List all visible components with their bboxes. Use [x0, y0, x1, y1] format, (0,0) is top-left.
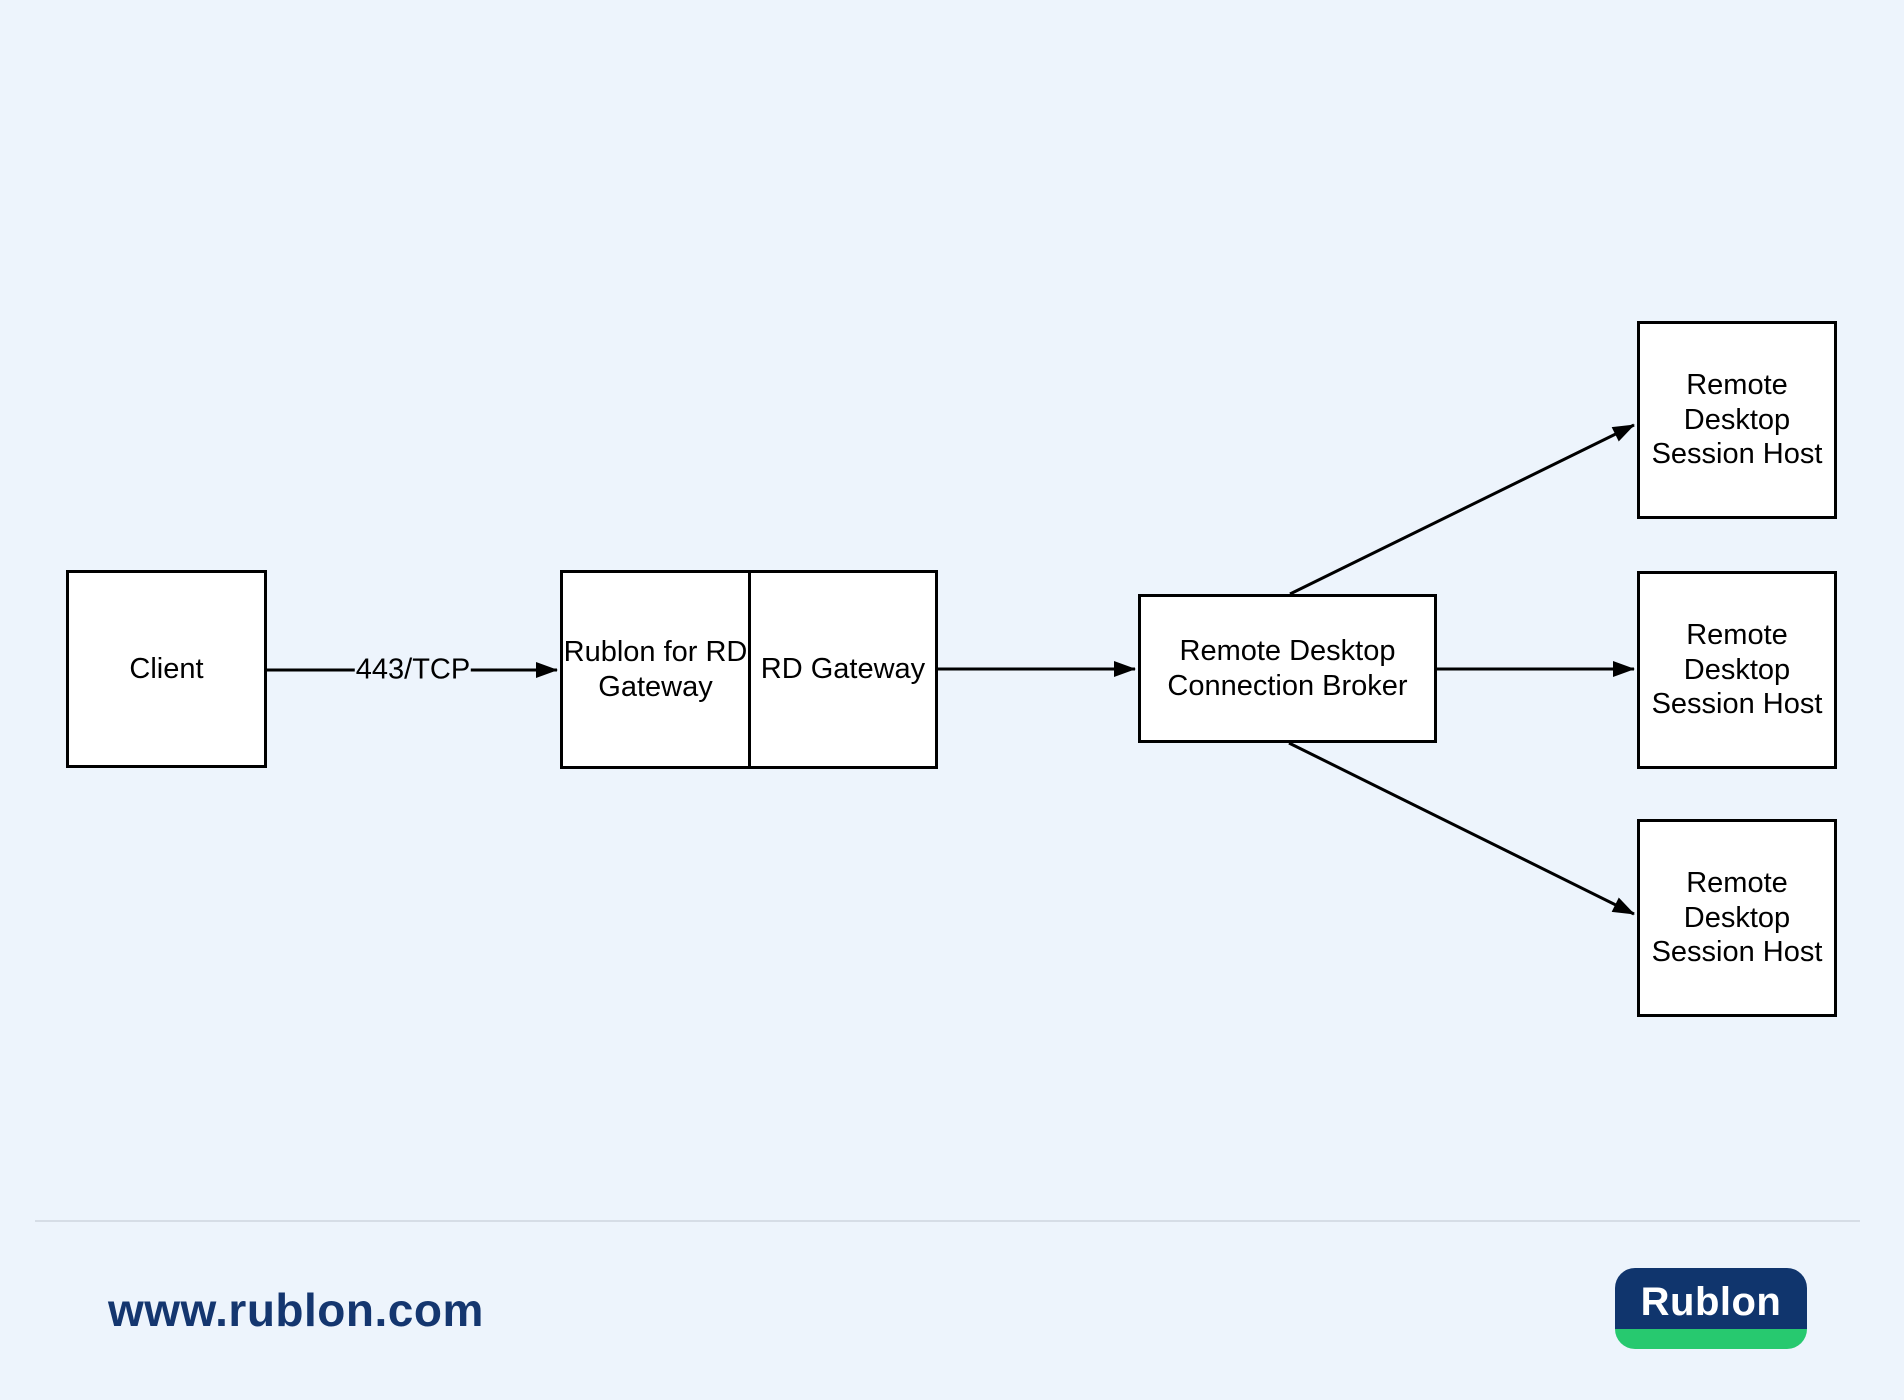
rublon-logo-green-band	[1615, 1329, 1807, 1349]
node-remote-desktop-session-host-top-label: Remote Desktop Session Host	[1651, 368, 1823, 471]
node-rd-gateway-label: RD Gateway	[760, 653, 926, 686]
node-client-label: Client	[129, 652, 204, 685]
node-remote-desktop-session-host-middle: Remote Desktop Session Host	[1637, 571, 1837, 769]
rublon-logo: Rublon	[1615, 1268, 1807, 1349]
node-rublon-for-rd-gateway: Rublon for RD Gateway	[560, 570, 751, 769]
rublon-logo-navy-panel: Rublon	[1615, 1268, 1807, 1329]
node-client: Client	[66, 570, 267, 768]
node-remote-desktop-session-host-top: Remote Desktop Session Host	[1637, 321, 1837, 519]
website-link[interactable]: www.rublon.com	[108, 1284, 484, 1336]
node-remote-desktop-connection-broker: Remote Desktop Connection Broker	[1138, 594, 1437, 743]
edge-broker-to-session-host-top	[1289, 423, 1635, 596]
edge-label-443-tcp: 443/TCP	[354, 653, 472, 687]
node-remote-desktop-connection-broker-label: Remote Desktop Connection Broker	[1167, 634, 1408, 702]
node-remote-desktop-session-host-middle-label: Remote Desktop Session Host	[1651, 618, 1823, 721]
node-rd-gateway: RD Gateway	[748, 570, 938, 769]
node-remote-desktop-session-host-bottom: Remote Desktop Session Host	[1637, 819, 1837, 1017]
footer-divider	[35, 1220, 1860, 1222]
node-rublon-for-rd-gateway-label: Rublon for RD Gateway	[563, 635, 748, 703]
edge-broker-to-session-host-bottom	[1288, 741, 1635, 916]
node-remote-desktop-session-host-bottom-label: Remote Desktop Session Host	[1651, 866, 1823, 969]
rublon-logo-text: Rublon	[1640, 1280, 1782, 1324]
